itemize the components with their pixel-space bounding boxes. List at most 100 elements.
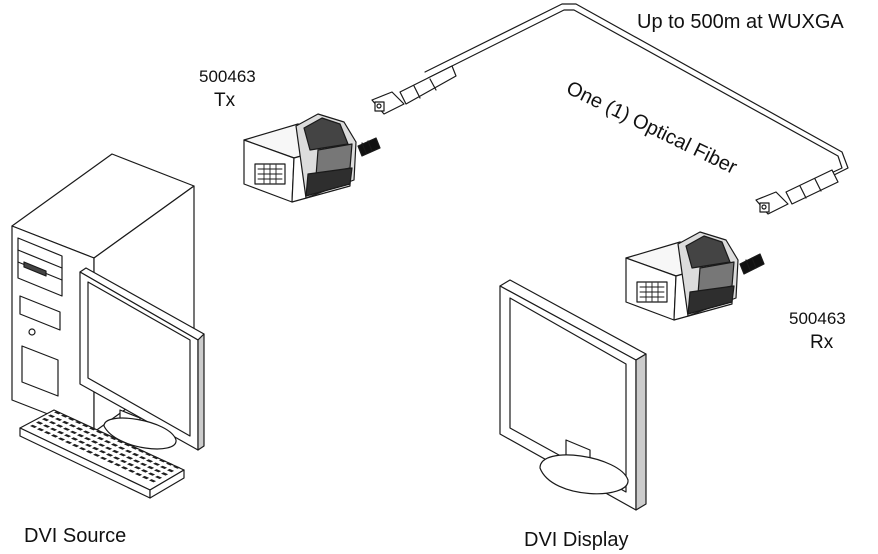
keyboard-key (120, 459, 128, 463)
keyboard-key (161, 472, 169, 476)
keyboard-key (100, 456, 108, 460)
keyboard-key (125, 449, 133, 453)
keyboard-key (62, 420, 70, 425)
keyboard-key (68, 417, 76, 421)
keyboard-key (91, 440, 99, 444)
keyboard-key (99, 450, 107, 454)
rx-module (625, 231, 765, 321)
keyboard-key (51, 434, 59, 438)
keyboard-key (93, 453, 101, 457)
keyboard-key (106, 453, 114, 457)
keyboard-key (149, 479, 157, 483)
keyboard-key (42, 417, 50, 422)
keyboard-key (139, 456, 147, 460)
keyboard-key (84, 437, 92, 441)
keyboard-key (82, 423, 90, 428)
keyboard-key (114, 463, 122, 467)
keyboard-key (167, 468, 175, 473)
keyboard-key (48, 414, 56, 418)
keyboard-key (117, 439, 125, 444)
keyboard-key (71, 437, 79, 441)
keyboard-key (54, 411, 62, 415)
keyboard-key (105, 446, 113, 450)
keyboard-key (37, 427, 45, 432)
keyboard-key (75, 420, 83, 424)
keyboard-key (63, 427, 71, 431)
rx-fiber-connector (755, 169, 839, 215)
keyboard-key (155, 475, 163, 479)
keyboard-key (64, 434, 72, 438)
keyboard-key (30, 424, 38, 428)
keyboard-key (77, 433, 85, 438)
keyboard-key (142, 475, 150, 480)
keyboard-key (50, 427, 58, 431)
keyboard-key (154, 469, 162, 473)
keyboard-key (61, 414, 69, 418)
keyboard-key (103, 433, 111, 437)
keyboard-key (57, 430, 65, 435)
keyboard-key (140, 462, 148, 466)
keyboard-key (89, 427, 97, 431)
keyboard-key (173, 465, 181, 469)
keyboard-key (76, 427, 84, 431)
keyboard-key (96, 430, 104, 434)
keyboard (19, 409, 185, 499)
tx-model-number: 500463 (199, 67, 256, 86)
keyboard-key (55, 417, 63, 421)
tx-module (243, 113, 381, 203)
keyboard-key (112, 449, 120, 454)
keyboard-key (86, 450, 94, 454)
keyboard-key (85, 443, 93, 447)
keyboard-key (153, 462, 161, 466)
rx-model-number: 500463 (789, 309, 846, 328)
keyboard-key (135, 472, 143, 476)
keyboard-key (44, 431, 52, 435)
keyboard-key (146, 459, 154, 463)
keyboard-key (138, 449, 146, 453)
keyboard-key (58, 437, 66, 441)
keyboard-key (147, 465, 155, 470)
keyboard-key (121, 466, 129, 470)
keyboard-key (79, 447, 87, 451)
dvi-display-monitor (499, 279, 647, 511)
source-caption: DVI Source (24, 525, 127, 547)
keyboard-key (132, 452, 140, 457)
optical-fiber-cable (424, 3, 849, 183)
keyboard-key (107, 459, 115, 464)
rx-label: Rx (810, 332, 834, 353)
keyboard-key (124, 443, 132, 447)
keyboard-key (128, 469, 136, 473)
keyboard-key (97, 436, 105, 441)
keyboard-key (104, 440, 112, 444)
keyboard-key (131, 446, 139, 450)
keyboard-key (90, 433, 98, 437)
keyboard-key (141, 469, 149, 473)
keyboard-key (78, 440, 86, 444)
keyboard-key (159, 459, 167, 463)
keyboard-key (119, 453, 127, 457)
keyboard-key (98, 443, 106, 447)
keyboard-key (56, 424, 64, 428)
keyboard-key (65, 440, 73, 444)
keyboard-key (49, 421, 57, 425)
keyboard-key (69, 424, 77, 428)
tx-label: Tx (214, 90, 236, 111)
keyboard-key (118, 446, 126, 450)
keyboard-key (110, 436, 118, 440)
keyboard-key (43, 424, 51, 428)
keyboard-key (70, 430, 78, 434)
keyboard-key (133, 459, 141, 463)
keyboard-key (152, 455, 160, 460)
keyboard-key (92, 446, 100, 451)
keyboard-key (148, 472, 156, 476)
display-caption: DVI Display (524, 529, 629, 551)
distance-label: Up to 500m at WUXGA (637, 11, 844, 33)
keyboard-key (36, 421, 44, 425)
keyboard-key (126, 456, 134, 460)
keyboard-key (72, 443, 80, 448)
keyboard-key (127, 462, 135, 467)
keyboard-key (111, 443, 119, 447)
keyboard-key (83, 430, 91, 434)
